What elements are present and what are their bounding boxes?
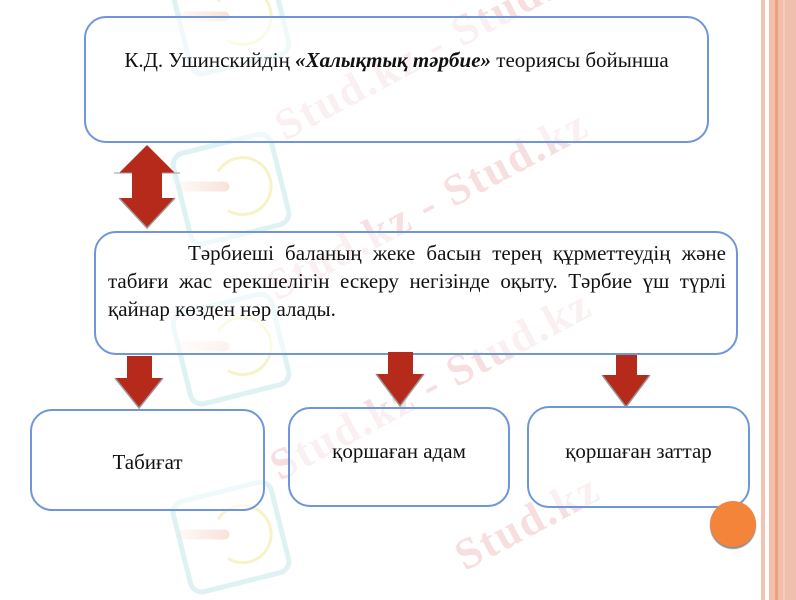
- source-label: Табиғат: [112, 449, 183, 474]
- title-suffix: теориясы бойынша: [491, 48, 669, 72]
- description-text: Тәрбиеші баланың жеке басын терең құрмет…: [108, 241, 726, 321]
- description-box: Тәрбиеші баланың жеке басын терең құрмет…: [94, 231, 738, 355]
- double-arrow-icon: [114, 145, 180, 230]
- source-box-people: қоршаған адам: [288, 407, 510, 507]
- theory-title-box: К.Д. Ушинскийдің «Халықтық тәрбие» теори…: [84, 16, 709, 143]
- title-emphasis: «Халықтық тәрбие»: [295, 48, 492, 72]
- source-box-nature: Табиғат: [30, 409, 265, 511]
- decorative-stripes: [750, 0, 796, 600]
- down-arrow-icon: [375, 352, 425, 408]
- decorative-circle: [710, 501, 756, 547]
- down-arrow-icon: [601, 355, 651, 409]
- source-label: қоршаған адам: [332, 438, 466, 463]
- source-label: қоршаған заттар: [565, 438, 712, 463]
- down-arrow-icon: [114, 356, 164, 410]
- title-prefix: К.Д. Ушинскийдің: [124, 48, 296, 72]
- source-box-objects: қоршаған заттар: [527, 406, 750, 508]
